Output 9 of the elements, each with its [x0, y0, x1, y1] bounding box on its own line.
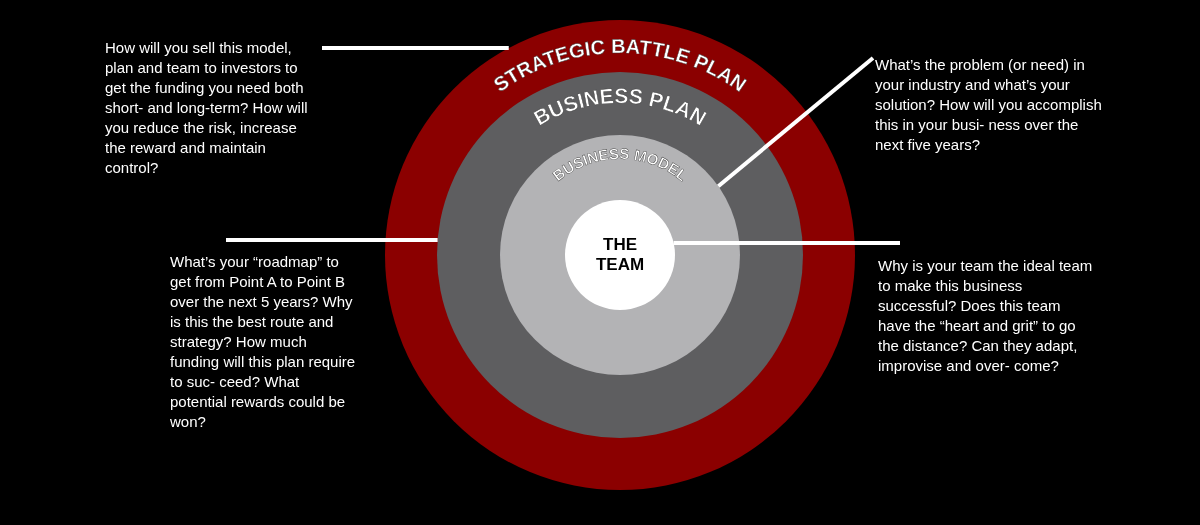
center-label: THE TEAM — [594, 235, 646, 275]
leader-line — [226, 238, 438, 242]
leader-line — [673, 241, 900, 245]
question-text: How will you sell this model, plan and team to investors to get the funding you need both short- and long-term? How will you reduce the risk, increase the reward and maintain control? — [105, 38, 320, 178]
leader-line — [717, 56, 875, 188]
leader-line — [322, 46, 509, 50]
question-text: What’s your “roadmap” to get from Point A to Point B over the next 5 years? Why is this the best route and strategy? How much funding will this plan require to suc- ceed? What potential rewards could be won? — [170, 252, 358, 432]
question-text: Why is your team the ideal team to make this business successful? Does this team have the “heart and grit” to go the distance? Can they adapt, improvise and over- come? — [878, 256, 1096, 376]
question-text: What’s the problem (or need) in your industry and what’s your solution? How will you accomplish this in your busi- ness over the next five years? — [875, 55, 1110, 155]
